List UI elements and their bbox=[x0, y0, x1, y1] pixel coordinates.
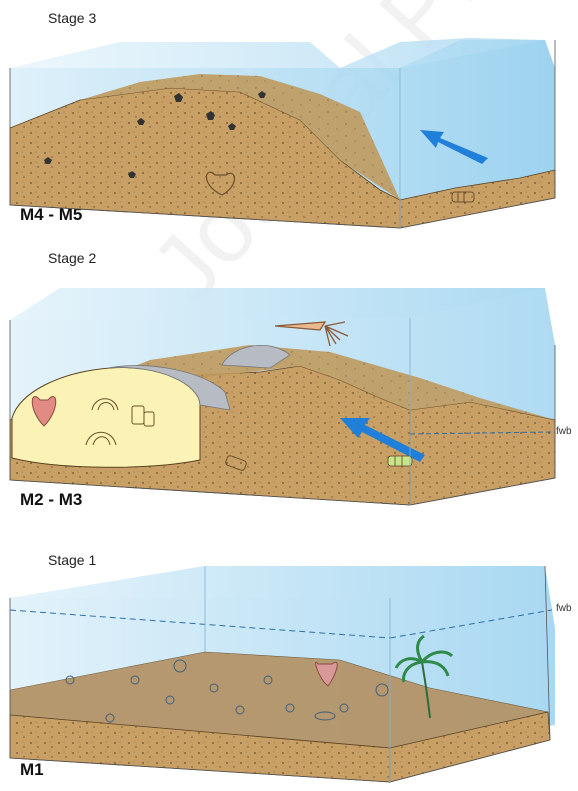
stage-2-sediment-side bbox=[410, 402, 555, 505]
stage-1-block bbox=[10, 566, 555, 782]
stage-2-green-tube bbox=[388, 456, 412, 466]
stage-3-block bbox=[10, 38, 555, 228]
stage-2-block bbox=[10, 288, 555, 505]
